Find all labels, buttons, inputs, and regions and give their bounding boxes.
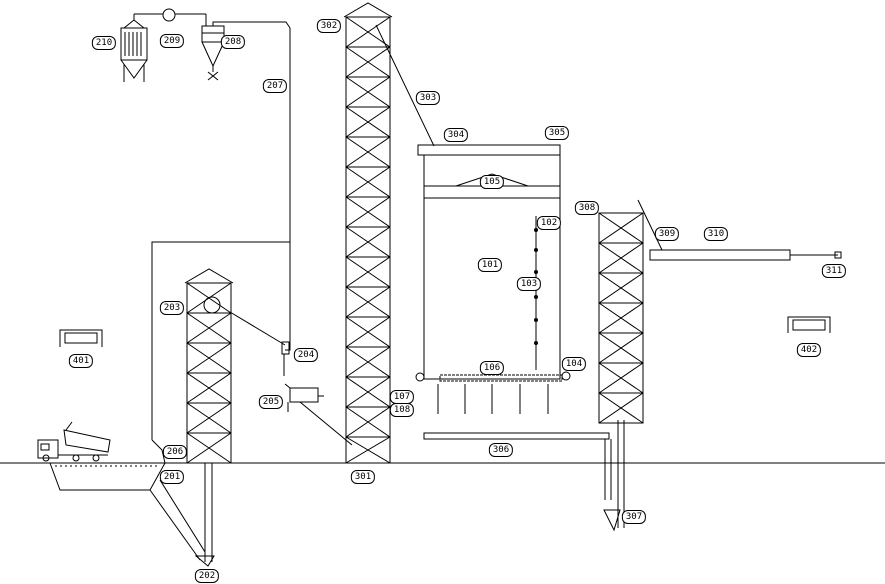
elevator-307 (604, 420, 624, 530)
label-203: 203 (159, 301, 185, 315)
label-104: 104 (561, 357, 587, 371)
label-102: 102 (536, 216, 562, 230)
spout-308 (638, 200, 662, 250)
dump-truck (38, 422, 110, 461)
spout-303 (376, 25, 434, 146)
label-209: 209 (159, 34, 185, 48)
label-307: 307 (621, 510, 647, 524)
label-106: 106 (479, 361, 505, 375)
intake-hopper-201 (50, 440, 205, 560)
scale-204 (230, 312, 289, 376)
fan-209 (134, 9, 206, 21)
label-309: 309 (654, 227, 680, 241)
label-101: 101 (477, 258, 503, 272)
label-311: 311 (821, 264, 847, 278)
label-204: 204 (293, 348, 319, 362)
duct-207 (152, 22, 290, 440)
label-108: 108 (389, 403, 415, 417)
label-306: 306 (488, 443, 514, 457)
label-303: 303 (415, 91, 441, 105)
label-105: 105 (479, 175, 505, 189)
label-201: 201 (159, 470, 185, 484)
console-402 (788, 317, 830, 333)
bucket-elevator-301 (344, 3, 392, 463)
label-206: 206 (162, 445, 188, 459)
dust-collector-210 (121, 14, 147, 82)
bucket-elevator-308 (599, 213, 643, 423)
label-305: 305 (544, 126, 570, 140)
label-205: 205 (258, 395, 284, 409)
label-202: 202 (194, 569, 220, 583)
elevator-boot-202 (196, 297, 220, 566)
conveyor-310 (650, 250, 841, 260)
console-401 (60, 330, 102, 347)
label-208: 208 (220, 35, 246, 49)
label-103: 103 (516, 277, 542, 291)
label-107: 107 (389, 390, 415, 404)
cleaner-205 (285, 384, 352, 445)
label-302: 302 (316, 19, 342, 33)
cyclone-208 (202, 14, 224, 80)
label-207: 207 (262, 79, 288, 93)
label-310: 310 (703, 227, 729, 241)
duct-207-branch (285, 242, 290, 350)
label-308: 308 (574, 201, 600, 215)
label-402: 402 (796, 343, 822, 357)
label-210: 210 (91, 36, 117, 50)
label-301: 301 (350, 470, 376, 484)
label-304: 304 (443, 128, 469, 142)
label-401: 401 (68, 354, 94, 368)
bucket-elevator-203 (185, 269, 233, 463)
conveyor-306 (424, 433, 611, 500)
